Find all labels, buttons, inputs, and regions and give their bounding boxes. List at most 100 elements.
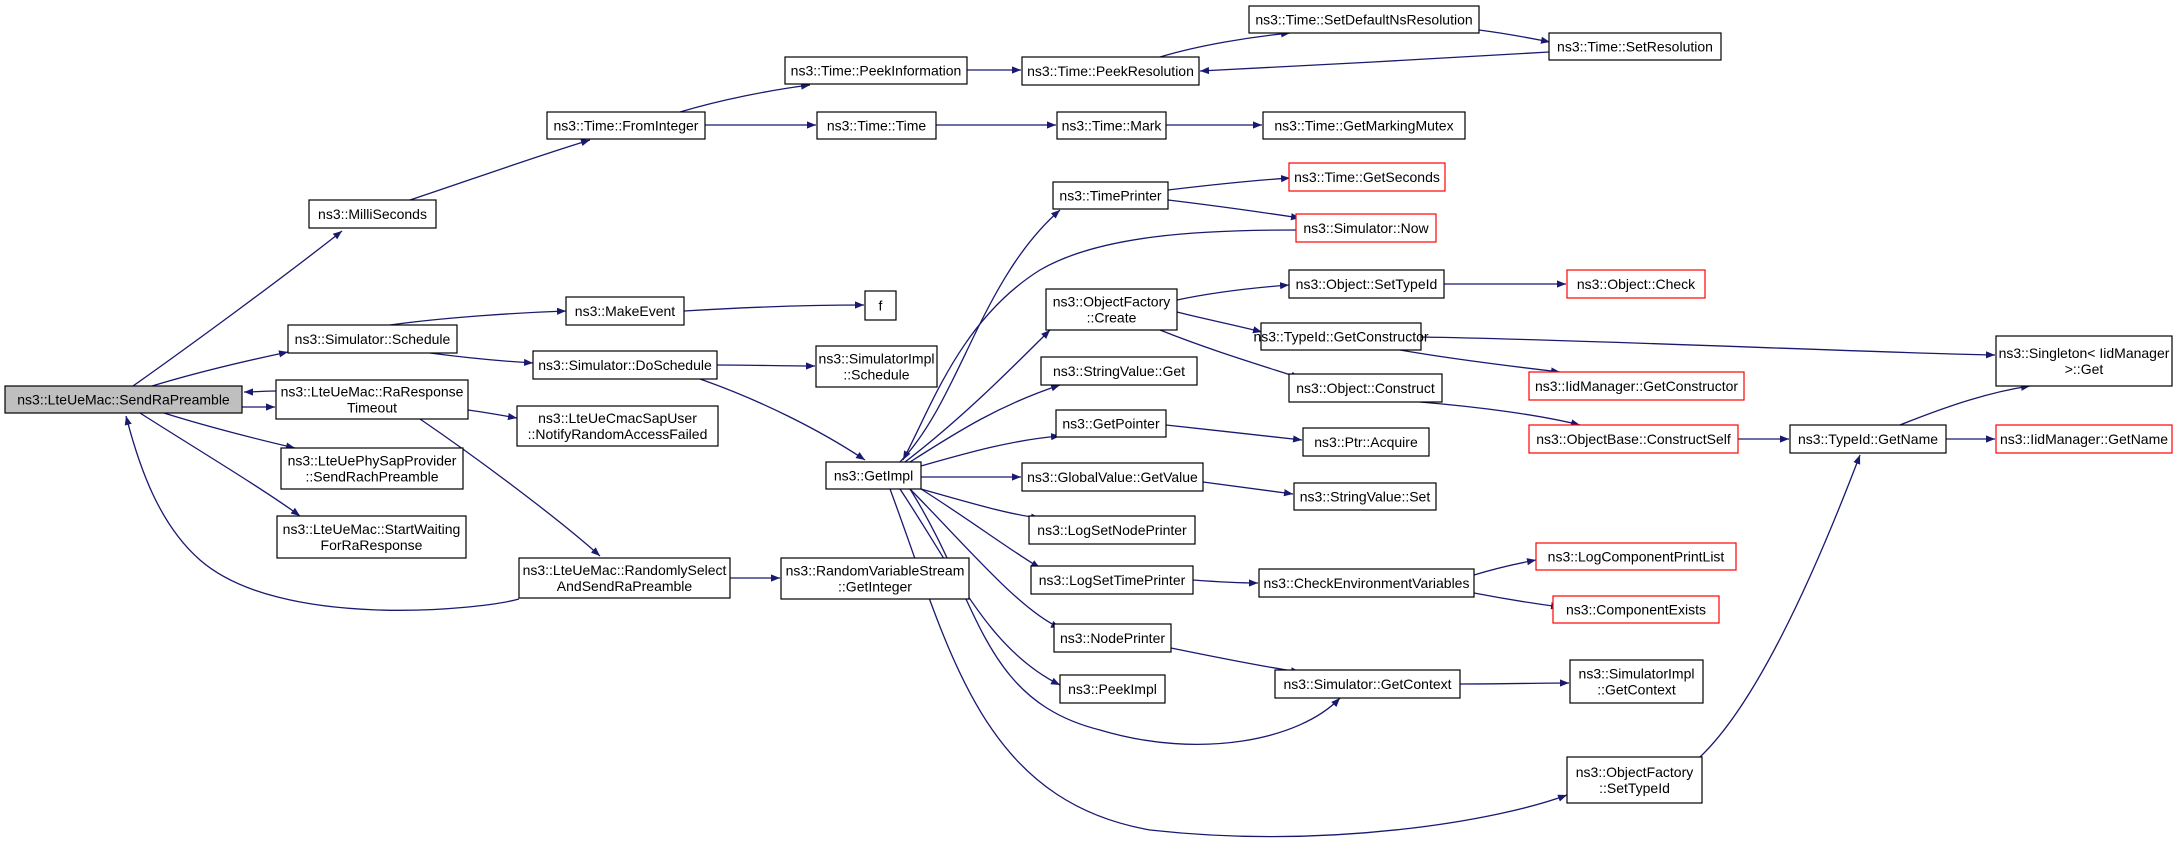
call-edge-globalvaluegetvalue-to-stringvalueset <box>1202 481 1294 497</box>
node-doschedule[interactable]: ns3::Simulator::DoSchedule <box>532 350 718 380</box>
node-label: ns3::GetPointer <box>1062 416 1160 432</box>
node-getinteger[interactable]: ns3::RandomVariableStream::GetInteger <box>780 557 970 600</box>
node-label: ns3::MakeEvent <box>575 303 675 319</box>
node-box <box>276 515 467 559</box>
node-label: Timeout <box>347 400 397 416</box>
node-box <box>1045 288 1178 331</box>
node-setdefaultns[interactable]: ns3::Time::SetDefaultNsResolution <box>1248 5 1480 34</box>
call-edge-sendrapreamble-to-sendrachpreamble <box>163 412 296 450</box>
call-edge-raresponsetimeout-to-randomlyselect <box>419 418 601 557</box>
node-peekimpl[interactable]: ns3::PeekImpl <box>1059 674 1166 704</box>
call-edge-schedule-to-doschedule <box>429 352 534 367</box>
node-schedule[interactable]: ns3::Simulator::Schedule <box>287 324 458 354</box>
node-logsettimeprinter[interactable]: ns3::LogSetTimePrinter <box>1030 565 1194 595</box>
node-box <box>565 296 685 326</box>
node-label: ns3::LteUePhySapProvider <box>288 453 457 469</box>
call-edge-makeevent-to-f <box>683 301 865 312</box>
node-objfactorysettypeid[interactable]: ns3::ObjectFactory::SetTypeId <box>1566 756 1703 804</box>
call-edge-nodeprinter-to-simgetcontext <box>1170 647 1301 675</box>
node-box <box>1528 424 1739 454</box>
node-box <box>1053 623 1172 653</box>
node-box <box>518 557 731 599</box>
call-edge-raresponsetimeout-to-notifyrandomaccess <box>467 409 518 421</box>
node-getseconds[interactable]: ns3::Time::GetSeconds <box>1288 162 1446 192</box>
node-label: ns3::Time::Time <box>827 118 927 134</box>
node-box <box>280 447 464 490</box>
node-getimpl[interactable]: ns3::GetImpl <box>825 461 922 490</box>
node-objconstruct[interactable]: ns3::Object::Construct <box>1288 373 1443 403</box>
node-objfactorycreate[interactable]: ns3::ObjectFactory::Create <box>1045 288 1178 331</box>
node-componentexists[interactable]: ns3::ComponentExists <box>1552 595 1720 624</box>
node-label: ns3::CheckEnvironmentVariables <box>1264 575 1470 591</box>
node-iidgetname[interactable]: ns3::IidManager::GetName <box>1995 424 2173 454</box>
node-label: ns3::NodePrinter <box>1060 630 1165 646</box>
call-edge-objfactorysettypeid-to-typeidgetname <box>1699 454 1861 758</box>
node-makeevent[interactable]: ns3::MakeEvent <box>565 296 685 326</box>
node-peekinformation[interactable]: ns3::Time::PeekInformation <box>784 56 968 85</box>
node-box <box>1021 56 1200 86</box>
node-peekresolution[interactable]: ns3::Time::PeekResolution <box>1021 56 1200 86</box>
node-sendrapreamble[interactable]: ns3::LteUeMac::SendRaPreamble <box>4 385 243 414</box>
node-checkenv[interactable]: ns3::CheckEnvironmentVariables <box>1258 568 1475 598</box>
node-singletonget[interactable]: ns3::Singleton< IidManager>::Get <box>1995 335 2173 387</box>
node-objcheck[interactable]: ns3::Object::Check <box>1566 269 1706 299</box>
node-stringvalueget[interactable]: ns3::StringValue::Get <box>1040 356 1198 386</box>
call-edge-objconstruct-to-constructself <box>1419 401 1581 427</box>
node-box <box>532 350 718 380</box>
node-label: ns3::SimulatorImpl <box>1579 666 1695 682</box>
node-box <box>1302 427 1430 457</box>
node-sendrachpreamble[interactable]: ns3::LteUePhySapProvider::SendRachPreamb… <box>280 447 464 490</box>
node-label: ns3::TypeId::GetName <box>1798 431 1938 447</box>
node-label: ns3::Ptr::Acquire <box>1314 434 1418 450</box>
node-simnow[interactable]: ns3::Simulator::Now <box>1295 213 1437 243</box>
node-frominteger[interactable]: ns3::Time::FromInteger <box>546 111 706 140</box>
node-label: ::Create <box>1087 310 1137 326</box>
call-edge-simnow-to-getimpl <box>902 229 1297 461</box>
node-timemark[interactable]: ns3::Time::Mark <box>1056 111 1167 140</box>
node-typeidgetconstructor[interactable]: ns3::TypeId::GetConstructor <box>1253 322 1429 351</box>
node-timeprinter[interactable]: ns3::TimePrinter <box>1052 181 1169 210</box>
node-simimplgetcontext[interactable]: ns3::SimulatorImpl::GetContext <box>1569 659 1704 704</box>
node-label: ::GetInteger <box>838 579 912 595</box>
node-label: ns3::PeekImpl <box>1068 681 1157 697</box>
node-f[interactable]: f <box>864 290 897 321</box>
node-getmarkingmutex[interactable]: ns3::Time::GetMarkingMutex <box>1262 111 1466 140</box>
node-globalvaluegetvalue[interactable]: ns3::GlobalValue::GetValue <box>1021 462 1204 492</box>
node-box <box>1059 674 1166 704</box>
node-objsettypeid[interactable]: ns3::Object::SetTypeId <box>1288 269 1445 299</box>
node-label: ns3::Simulator::GetContext <box>1283 676 1451 692</box>
call-edge-doschedule-to-simimplschedule <box>716 362 816 370</box>
node-label: ns3::LteUeCmacSapUser <box>538 410 697 426</box>
node-logcomponentprintlist[interactable]: ns3::LogComponentPrintList <box>1535 542 1737 571</box>
node-randomlyselect[interactable]: ns3::LteUeMac::RandomlySelectAndSendRaPr… <box>518 557 731 599</box>
node-milliseconds[interactable]: ns3::MilliSeconds <box>308 199 437 229</box>
node-simgetcontext[interactable]: ns3::Simulator::GetContext <box>1274 669 1461 699</box>
node-box <box>1552 595 1720 624</box>
node-label: ns3::Object::Check <box>1577 276 1696 292</box>
node-constructself[interactable]: ns3::ObjectBase::ConstructSelf <box>1528 424 1739 454</box>
call-edge-timeprinter-to-getseconds <box>1167 175 1291 191</box>
node-typeidgetname[interactable]: ns3::TypeId::GetName <box>1789 424 1947 454</box>
node-ptracquire[interactable]: ns3::Ptr::Acquire <box>1302 427 1430 457</box>
node-label: ns3::GlobalValue::GetValue <box>1027 469 1198 485</box>
node-label: ns3::LogSetNodePrinter <box>1037 522 1187 538</box>
node-box <box>1248 5 1480 34</box>
node-simimplschedule[interactable]: ns3::SimulatorImpl::Schedule <box>815 345 938 388</box>
node-nodeprinter[interactable]: ns3::NodePrinter <box>1053 623 1172 653</box>
node-iidgetconstructor[interactable]: ns3::IidManager::GetConstructor <box>1528 371 1745 401</box>
node-stringvalueset[interactable]: ns3::StringValue::Set <box>1293 482 1437 511</box>
node-getpointer[interactable]: ns3::GetPointer <box>1055 409 1167 438</box>
node-notifyrandomaccess[interactable]: ns3::LteUeCmacSapUser::NotifyRandomAcces… <box>516 405 719 447</box>
node-setresolution[interactable]: ns3::Time::SetResolution <box>1548 32 1722 61</box>
node-box <box>1995 424 2173 454</box>
node-box <box>546 111 706 140</box>
call-edge-randomlyselect-to-sendrapreamble <box>124 415 520 611</box>
node-label: ns3::StringValue::Set <box>1300 489 1431 505</box>
node-logsetnodeprinter[interactable]: ns3::LogSetNodePrinter <box>1028 515 1196 545</box>
node-timetime[interactable]: ns3::Time::Time <box>816 111 937 140</box>
call-edge-getimpl-to-stringvalueget <box>909 384 1061 463</box>
call-edge-checkenv-to-componentexists <box>1473 592 1561 610</box>
node-label: ns3::Object::Construct <box>1296 380 1435 396</box>
